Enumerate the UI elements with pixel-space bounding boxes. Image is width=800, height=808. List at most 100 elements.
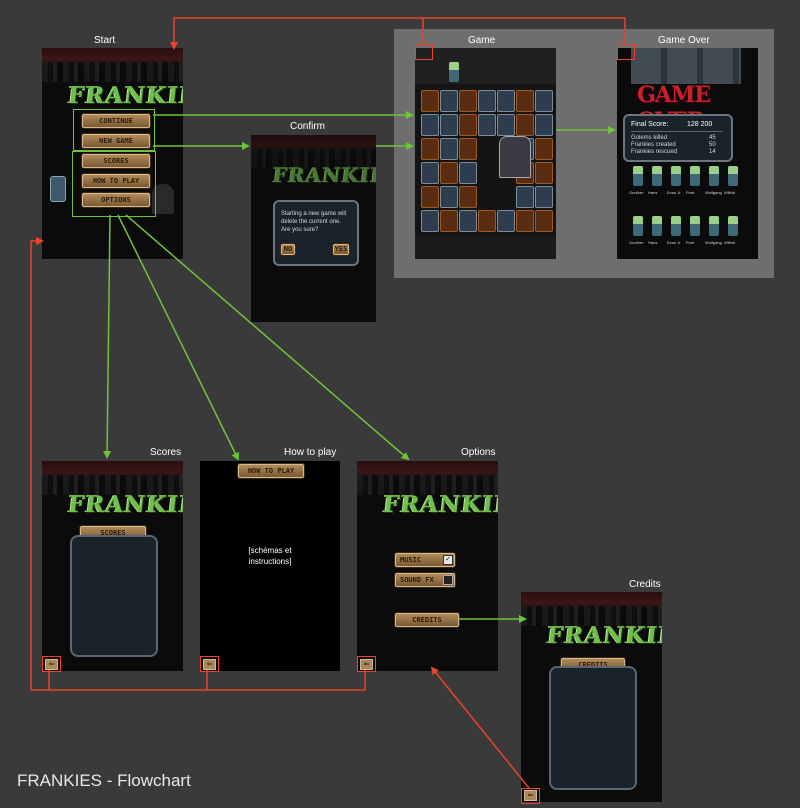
game-tile[interactable]: [440, 186, 458, 208]
how-to-play-button[interactable]: HOW TO PLAY: [82, 174, 150, 188]
game-tile[interactable]: [421, 162, 439, 184]
game-tile[interactable]: [440, 90, 458, 112]
game-tile[interactable]: [535, 210, 553, 232]
game-tile[interactable]: [459, 186, 477, 208]
stat-value-created: 50: [709, 142, 716, 148]
game-tile[interactable]: [421, 114, 439, 136]
confirm-yes-button[interactable]: YES: [333, 244, 349, 255]
game-label: Game: [468, 35, 496, 46]
game-tile[interactable]: [459, 90, 477, 112]
arrow-menu-to-howto: [117, 214, 239, 461]
start-menu-group: [72, 151, 156, 217]
game-tile[interactable]: [535, 90, 553, 112]
options-back-highlight: [357, 656, 376, 672]
game-tower: [499, 136, 531, 178]
game-tile[interactable]: [459, 114, 477, 136]
golem-name: Gunther: [629, 240, 644, 245]
game-tile[interactable]: [535, 114, 553, 136]
options-back-button[interactable]: ⇐: [360, 659, 373, 670]
golem-name: Portr: [686, 190, 695, 195]
game-tile[interactable]: [459, 210, 477, 232]
options-label: Options: [461, 447, 496, 458]
game-tile[interactable]: [440, 210, 458, 232]
stat-value-rescued: 14: [709, 149, 716, 155]
credits-button[interactable]: CREDITS: [395, 613, 459, 627]
howto-back-highlight: [200, 656, 219, 672]
howto-back-button[interactable]: ⇐: [203, 659, 216, 670]
credits-panel: [549, 666, 637, 790]
scores-panel: [70, 535, 158, 657]
flowchart-title: FRANKIES - Flowchart: [17, 771, 191, 790]
game-tile[interactable]: [421, 138, 439, 160]
game-over-label: Game Over: [658, 35, 710, 46]
credits-back-button[interactable]: ⇐: [524, 790, 537, 801]
confirm-no-button[interactable]: NO: [281, 244, 295, 255]
game-tile[interactable]: [535, 186, 553, 208]
music-checkbox[interactable]: ✓: [443, 555, 453, 565]
scores-label: Scores: [150, 447, 182, 458]
game-tile[interactable]: [459, 162, 477, 184]
final-score-label: Final Score:: [631, 121, 669, 128]
credits-label: Credits: [629, 579, 661, 590]
golem-name: Wolfgang: [705, 190, 722, 195]
golem-name: Evan Jr: [667, 240, 681, 245]
golem-name: Hans: [648, 240, 658, 245]
final-score-value: 128 200: [687, 121, 713, 128]
final-score-panel: Final Score: 128 200 Golems killed 45 Fr…: [623, 114, 733, 162]
golem-name: Evan Jr: [667, 190, 681, 195]
sound-fx-toggle[interactable]: SOUND FX: [395, 573, 455, 587]
scores-button[interactable]: SCORES: [82, 154, 150, 168]
game-tile[interactable]: [497, 210, 515, 232]
golem-name: Hans: [648, 190, 658, 195]
game-tile[interactable]: [516, 90, 534, 112]
game-tile[interactable]: [440, 162, 458, 184]
game-tile[interactable]: [440, 114, 458, 136]
options-button[interactable]: OPTIONS: [82, 193, 150, 207]
game-tile[interactable]: [421, 186, 439, 208]
game-tile[interactable]: [440, 138, 458, 160]
game-over-back-highlight: [617, 44, 635, 60]
game-screen: [415, 48, 556, 259]
game-tile[interactable]: [421, 210, 439, 232]
arrow-game-back-to-start: [170, 17, 424, 50]
confirm-dialog-text: Starting a new game will delete the curr…: [281, 211, 347, 233]
new-game-button[interactable]: NEW GAME: [82, 134, 150, 148]
game-tile[interactable]: [535, 162, 553, 184]
stat-label-created: Frankies created: [631, 142, 676, 148]
game-tile[interactable]: [421, 90, 439, 112]
game-tile[interactable]: [497, 90, 515, 112]
game-tile[interactable]: [497, 114, 515, 136]
continue-button[interactable]: CONTINUE: [82, 114, 150, 128]
game-tile[interactable]: [535, 138, 553, 160]
game-tile[interactable]: [516, 114, 534, 136]
confirm-screen: FRANKIES Starting a new game will delete…: [251, 135, 376, 322]
credits-back-highlight: [521, 788, 540, 804]
golem-name: Wilfrid: [724, 240, 736, 245]
game-tile[interactable]: [516, 186, 534, 208]
options-screen: FRANKIES MUSIC ✓ SOUND FX CREDITS ⇐: [357, 461, 498, 671]
golem-figure: [671, 216, 681, 236]
game-bottom-bar: [415, 236, 556, 259]
arrow-menu-to-options: [125, 214, 410, 461]
game-tile[interactable]: [516, 210, 534, 232]
stat-label-rescued: Frankies rescued: [631, 149, 678, 155]
arrow-menu-to-scores: [103, 214, 112, 459]
game-tile[interactable]: [459, 138, 477, 160]
scores-back-button[interactable]: ⇐: [45, 659, 58, 670]
jar-decoration: [50, 176, 66, 202]
golem-name: Wilfrid: [724, 190, 736, 195]
sound-fx-checkbox[interactable]: [443, 575, 453, 585]
confirm-dialog: Starting a new game will delete the curr…: [273, 200, 359, 266]
golem-figure: [690, 216, 700, 236]
game-tile[interactable]: [478, 90, 496, 112]
arrow-gameover-back-to-start: [423, 17, 626, 44]
game-tile[interactable]: [478, 114, 496, 136]
music-toggle[interactable]: MUSIC: [395, 553, 455, 567]
golem-figure: [728, 216, 738, 236]
golem-figure: [728, 166, 738, 186]
game-back-highlight: [415, 44, 433, 60]
game-tile[interactable]: [478, 210, 496, 232]
start-continue-group: [73, 109, 155, 151]
golem-name: Gunther: [629, 190, 644, 195]
